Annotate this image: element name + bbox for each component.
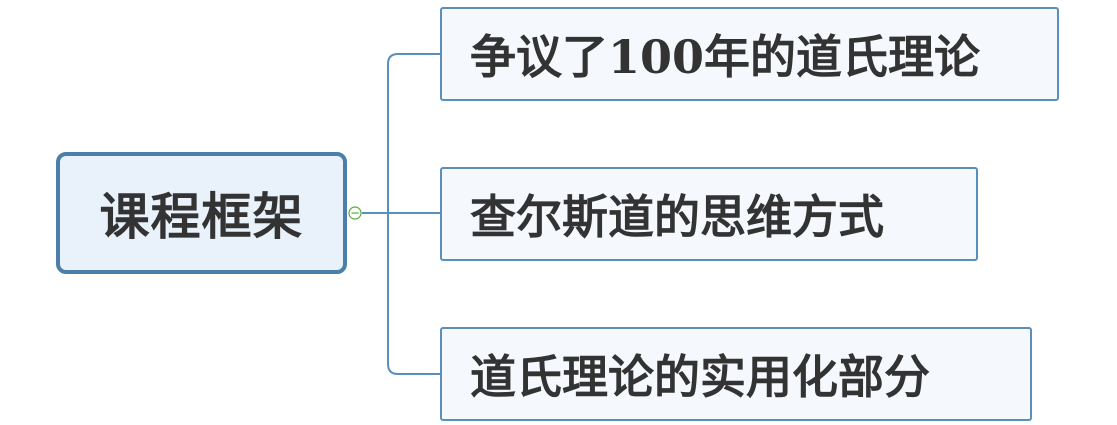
root-node[interactable]: 课程框架: [56, 152, 347, 274]
root-node-label: 课程框架: [99, 187, 304, 246]
topic-node-1[interactable]: 争议了100年的道氏理论: [440, 7, 1059, 101]
topic-node-2[interactable]: 查尔斯道的思维方式: [440, 167, 978, 261]
collapse-minus-icon[interactable]: [348, 206, 362, 220]
topic-node-3-label: 道氏理论的实用化部分: [470, 350, 930, 404]
topic-node-2-label: 查尔斯道的思维方式: [470, 190, 884, 244]
topic-node-1-label: 争议了100年的道氏理论: [470, 30, 981, 84]
topic-node-3[interactable]: 道氏理论的实用化部分: [440, 327, 1032, 421]
